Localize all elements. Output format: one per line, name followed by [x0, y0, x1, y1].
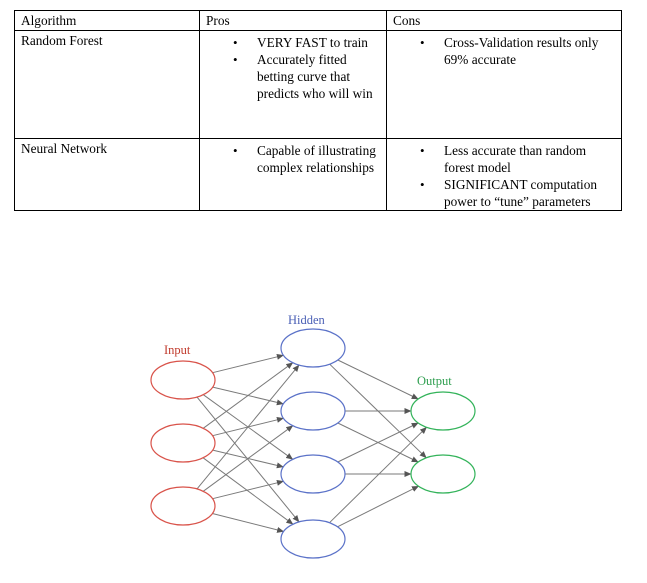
connection-arrow	[202, 362, 294, 429]
connection-arrow	[212, 479, 284, 500]
table-row-random-forest: Random Forest VERY FAST to train Accurat…	[14, 30, 622, 139]
output-node	[410, 454, 476, 494]
pros-item: VERY FAST to train	[233, 34, 380, 51]
cons-item: Less accurate than random forest model	[420, 142, 615, 176]
pros-list: VERY FAST to train Accurately fitted bet…	[206, 34, 380, 102]
pros-item: Capable of illustrating complex relation…	[233, 142, 380, 176]
network-nodes	[150, 328, 476, 559]
connection-edges	[196, 353, 427, 533]
cons-list: Cross-Validation results only 69% accura…	[393, 34, 615, 68]
pros-list: Capable of illustrating complex relation…	[206, 142, 380, 176]
pros-cell: VERY FAST to train Accurately fitted bet…	[199, 30, 387, 139]
input-node	[150, 486, 216, 526]
cons-cell: Less accurate than random forest model S…	[386, 138, 622, 211]
hidden-node	[280, 454, 346, 494]
connection-arrow	[196, 396, 300, 523]
hidden-node	[280, 391, 346, 431]
connection-arrow	[212, 353, 284, 374]
hidden-node	[280, 328, 346, 368]
algorithm-comparison-table: Algorithm Pros Cons Random Forest VERY F…	[14, 10, 622, 211]
pros-item: Accurately fitted betting curve that pre…	[233, 51, 380, 102]
connection-arrow	[337, 359, 419, 400]
pros-cell: Capable of illustrating complex relation…	[199, 138, 387, 211]
cons-item: SIGNIFICANT computation power to “tune” …	[420, 176, 615, 210]
cons-cell: Cross-Validation results only 69% accura…	[386, 30, 622, 139]
hidden-node	[280, 519, 346, 559]
cons-item: Cross-Validation results only 69% accura…	[420, 34, 615, 68]
input-layer-label: Input	[164, 343, 191, 357]
output-node	[410, 391, 476, 431]
algorithm-name: Neural Network	[14, 138, 200, 211]
algorithm-name: Random Forest	[14, 30, 200, 139]
connection-arrow	[212, 513, 285, 533]
input-node	[150, 423, 216, 463]
connection-arrow	[202, 457, 294, 525]
connection-arrow	[202, 425, 294, 492]
table-row-neural-network: Neural Network Capable of illustrating c…	[14, 138, 622, 211]
connection-arrow	[329, 426, 427, 524]
connection-arrow	[337, 422, 419, 463]
output-layer-label: Output	[417, 374, 452, 388]
hidden-layer-label: Hidden	[288, 313, 326, 327]
connection-arrow	[337, 485, 419, 528]
input-node	[150, 360, 216, 400]
cons-list: Less accurate than random forest model S…	[393, 142, 615, 210]
connection-arrow	[196, 364, 300, 490]
